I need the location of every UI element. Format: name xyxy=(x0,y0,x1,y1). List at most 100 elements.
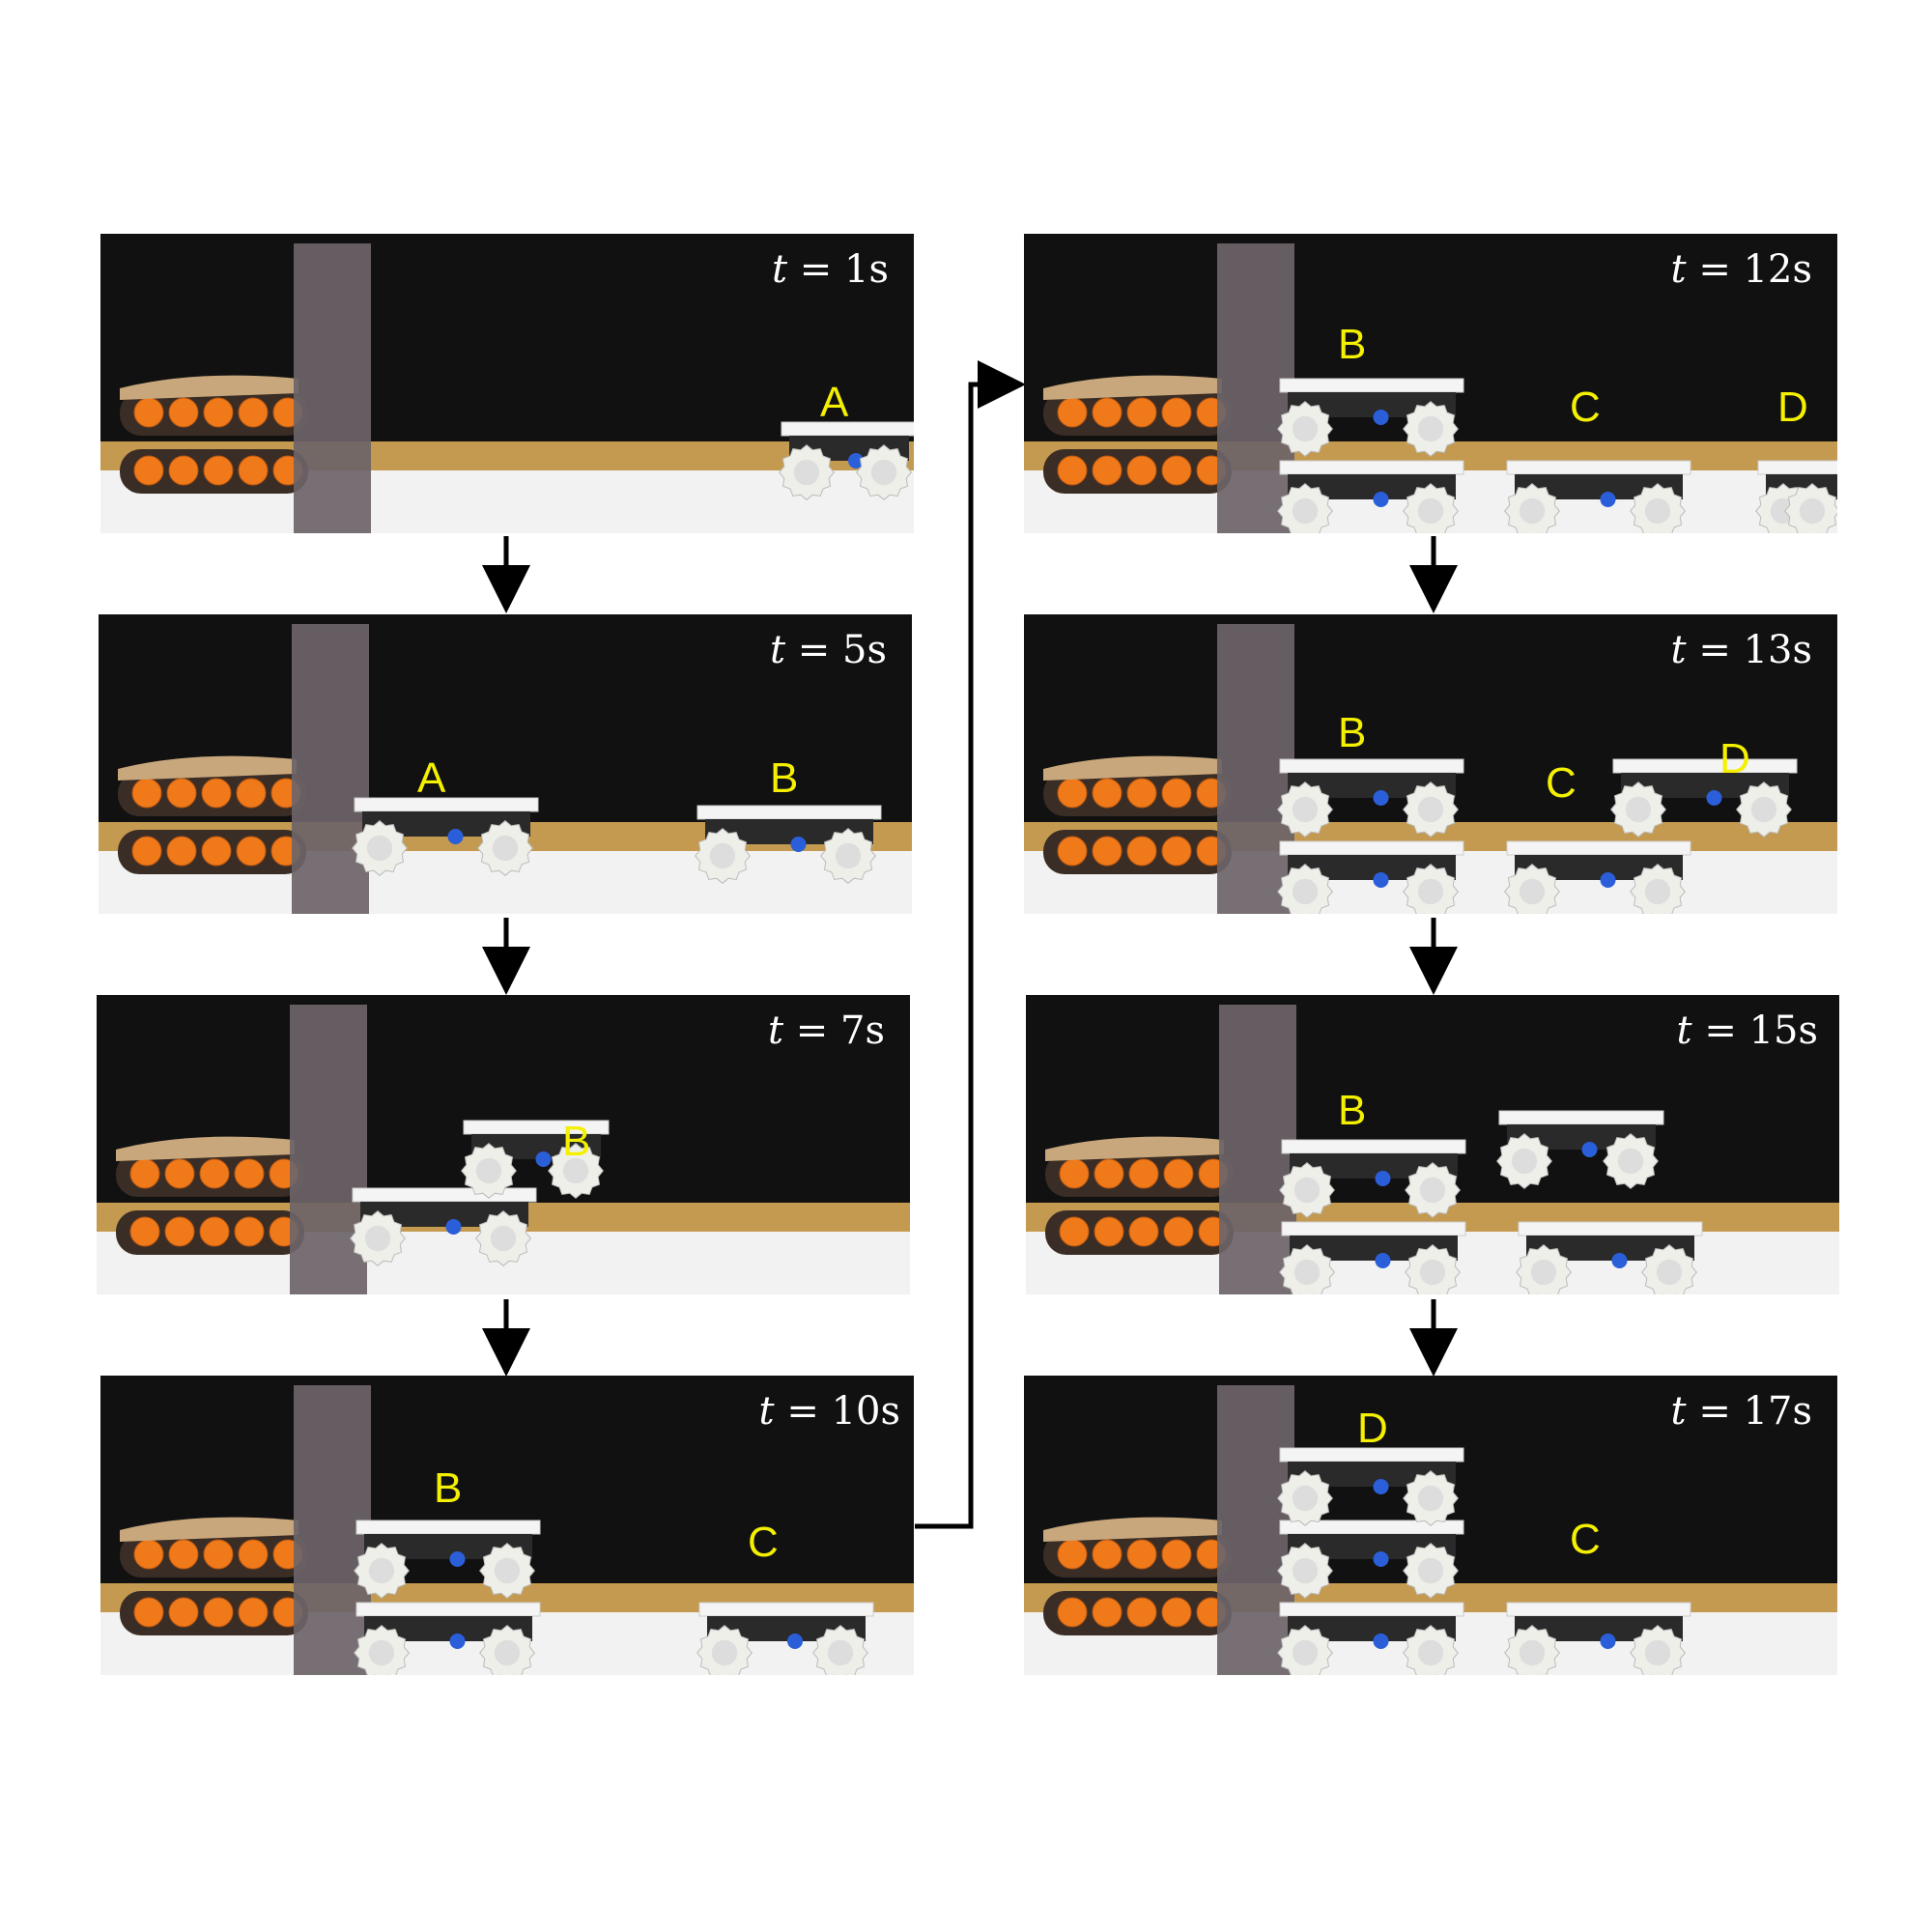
gear-hub xyxy=(368,1639,395,1666)
track-wheel xyxy=(164,1158,195,1189)
module-motor xyxy=(535,1151,552,1167)
track-wheel xyxy=(1094,1158,1124,1189)
frame-t1: t = 1s A xyxy=(100,234,914,533)
module-motor xyxy=(1375,1253,1391,1268)
robot-label-b: B xyxy=(434,1464,463,1512)
gear-hub xyxy=(1799,497,1826,525)
track-wheel xyxy=(234,1216,265,1247)
gear-hub xyxy=(494,1639,521,1666)
scene-photo xyxy=(1026,995,1839,1294)
frame-t13: t = 13s B C D xyxy=(1024,614,1837,914)
track-wheel xyxy=(1094,1216,1124,1247)
module-motor xyxy=(1373,410,1389,425)
track-wheel xyxy=(131,836,162,867)
time-label: t = 5s xyxy=(769,628,887,672)
module-top-plate xyxy=(1281,1139,1466,1154)
track-wheel xyxy=(203,1539,234,1570)
cardboard-cover xyxy=(1043,755,1222,781)
module-top-plate xyxy=(1279,460,1464,475)
gear-wheel xyxy=(475,1210,531,1266)
track-wheel xyxy=(1161,778,1192,809)
gear-hub xyxy=(793,459,820,486)
gear-wheel xyxy=(856,444,912,500)
gear-wheel xyxy=(1630,864,1686,914)
cardboard-cover xyxy=(120,375,298,400)
gear-hub xyxy=(1519,497,1546,525)
gear-hub xyxy=(1644,878,1671,905)
gear-wheel xyxy=(1403,781,1459,838)
gear-wheel xyxy=(1630,1625,1686,1675)
module-motor xyxy=(1373,492,1389,507)
track-wheel xyxy=(1057,1539,1088,1570)
gear-hub xyxy=(1750,796,1777,823)
robot-label-d: D xyxy=(1719,735,1750,782)
gear-wheel xyxy=(1279,1244,1335,1294)
gear-wheel xyxy=(354,1625,410,1675)
time-label: t = 15s xyxy=(1676,1009,1818,1053)
track-wheel xyxy=(1057,455,1088,486)
gear-hub xyxy=(1417,878,1444,905)
track-wheel xyxy=(1059,1158,1090,1189)
gear-hub xyxy=(1617,1148,1644,1175)
track-wheel xyxy=(1126,1597,1157,1628)
blurred-panel xyxy=(292,624,369,914)
robot-label-c: C xyxy=(1570,384,1601,431)
gear-wheel xyxy=(1784,483,1837,533)
module-motor xyxy=(445,1219,462,1235)
gear-hub xyxy=(1419,1177,1446,1204)
frame-t17: t = 17s D C xyxy=(1024,1376,1837,1675)
module-motor xyxy=(449,1551,466,1567)
scene-photo xyxy=(1024,234,1837,533)
track-wheel xyxy=(1161,1597,1192,1628)
track-wheel xyxy=(1126,455,1157,486)
track-wheel xyxy=(236,836,267,867)
gear-hub xyxy=(1293,1177,1321,1204)
track-wheel xyxy=(1161,836,1192,867)
module-top-plate xyxy=(352,1187,537,1203)
gear-wheel xyxy=(812,1625,868,1675)
gear-wheel xyxy=(1405,1244,1461,1294)
track-wheel xyxy=(1092,1539,1122,1570)
gear-hub xyxy=(1519,1639,1546,1666)
gear-wheel xyxy=(1496,1133,1552,1189)
module-top-plate xyxy=(1612,758,1798,774)
gear-hub xyxy=(835,842,862,869)
gear-hub xyxy=(1293,1259,1321,1286)
gear-hub xyxy=(1511,1148,1538,1175)
gear-wheel xyxy=(1277,1625,1333,1675)
gear-wheel xyxy=(350,1210,406,1266)
gear-hub xyxy=(1417,1485,1444,1512)
gear-wheel xyxy=(352,820,408,876)
gear-hub xyxy=(1519,878,1546,905)
module-motor xyxy=(1600,872,1616,888)
gear-hub xyxy=(364,1225,391,1252)
track-wheel xyxy=(199,1216,230,1247)
frame-t10: t = 10s B C xyxy=(100,1376,914,1675)
gear-wheel xyxy=(1610,781,1666,838)
gear-wheel xyxy=(1403,483,1459,533)
gear-hub xyxy=(1417,1557,1444,1584)
module-motor xyxy=(1373,1479,1389,1494)
gear-wheel xyxy=(1736,781,1792,838)
gear-wheel xyxy=(1403,864,1459,914)
robot-label-a: A xyxy=(417,754,446,802)
gear-hub xyxy=(1644,497,1671,525)
module-motor xyxy=(449,1634,466,1649)
gear-hub xyxy=(1417,497,1444,525)
module-motor xyxy=(1600,492,1616,507)
track-wheel xyxy=(199,1158,230,1189)
gear-wheel xyxy=(1277,401,1333,457)
gear-wheel xyxy=(461,1143,517,1199)
scene-photo xyxy=(99,614,912,914)
gear-hub xyxy=(827,1639,854,1666)
module-motor xyxy=(1373,872,1389,888)
module-motor xyxy=(1706,790,1722,806)
module-motor xyxy=(848,453,864,469)
track-wheel xyxy=(203,397,234,428)
robot-label-b: B xyxy=(562,1118,591,1165)
gear-hub xyxy=(368,1557,395,1584)
track-wheel xyxy=(203,1597,234,1628)
track-wheel xyxy=(234,1158,265,1189)
gear-wheel xyxy=(695,828,751,884)
